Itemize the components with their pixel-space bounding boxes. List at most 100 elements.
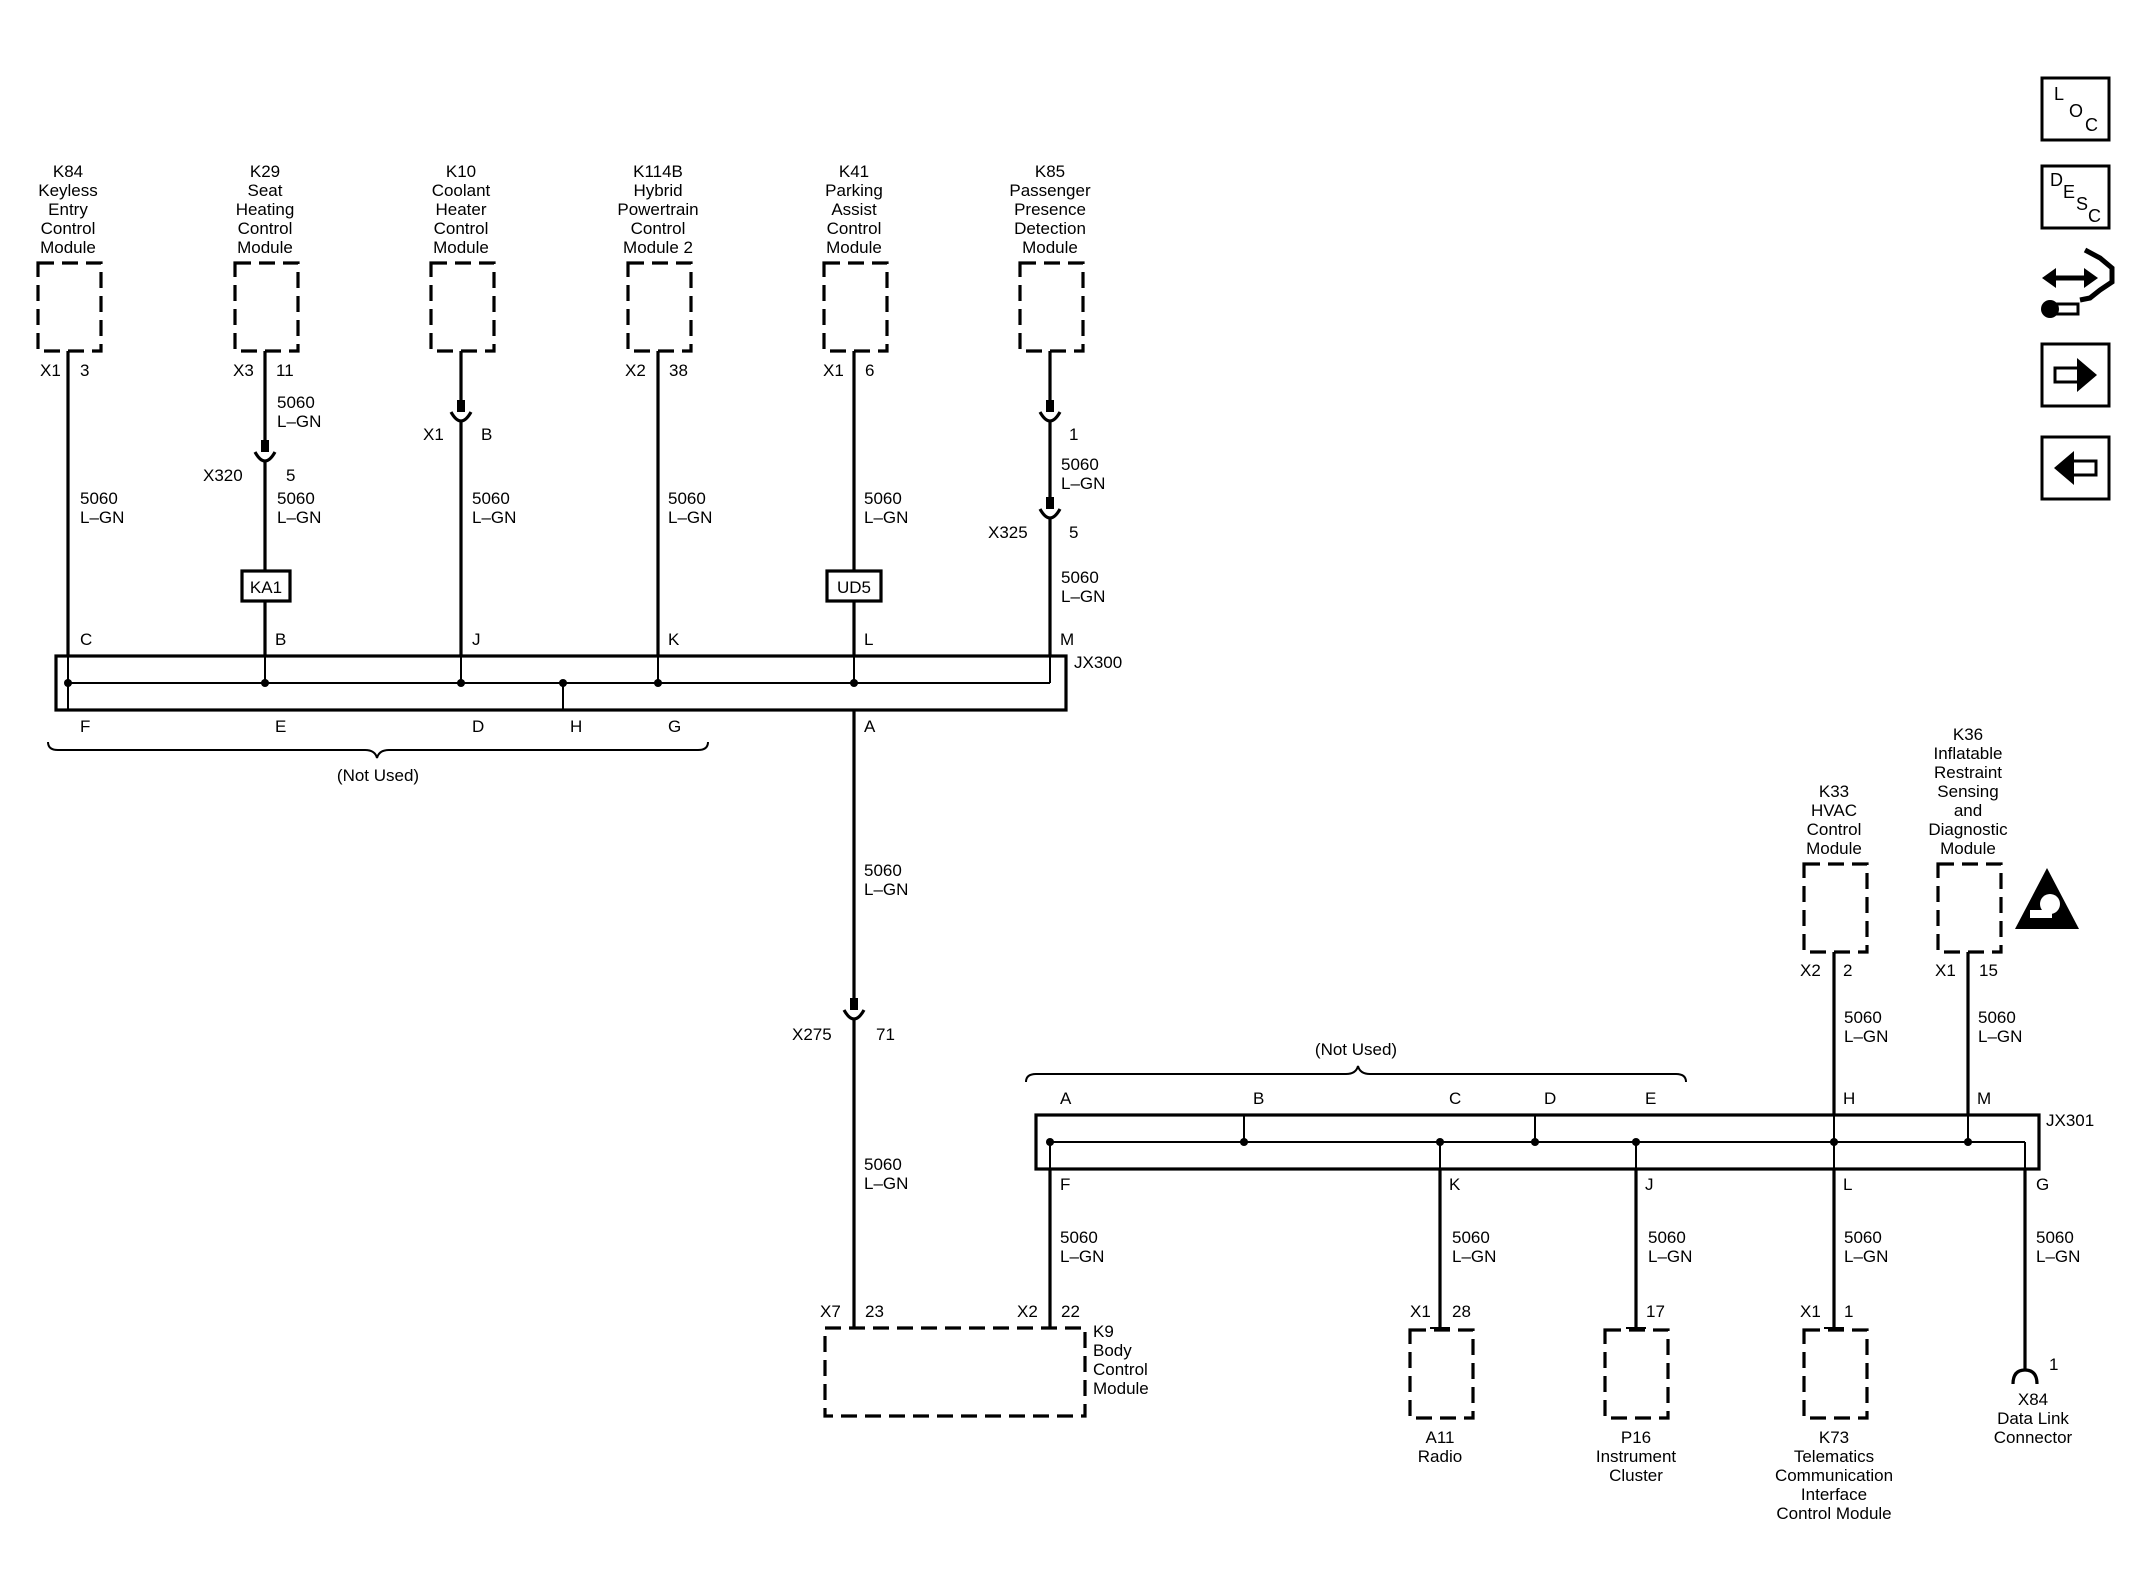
wire-k9b-color: L–GN	[1060, 1247, 1104, 1266]
wire-a11-circuit: 5060	[1452, 1228, 1490, 1247]
jx301-pin-l: L	[1843, 1175, 1852, 1194]
p16-pin: 17	[1646, 1302, 1665, 1321]
svg-text:Coolant: Coolant	[432, 181, 491, 200]
wire-k85-circuit-b: 5060	[1061, 568, 1099, 587]
module-k114b-label: K114B Hybrid Powertrain Control Module 2	[617, 162, 698, 257]
svg-text:D: D	[2050, 170, 2063, 190]
jx300-name: JX300	[1074, 653, 1122, 672]
x325-connector-symbol	[1038, 508, 1062, 520]
svg-text:Module: Module	[1022, 238, 1078, 257]
wire-k29-color-a: L–GN	[277, 412, 321, 431]
k36-connector: X1	[1935, 961, 1956, 980]
k10-x1-pin-male	[457, 400, 465, 412]
x320-pin-male	[261, 440, 269, 452]
jx300-pin-b: B	[275, 630, 286, 649]
module-k85-label: K85 Passenger Presence Detection Module	[1009, 162, 1091, 257]
previous-button[interactable]	[2040, 435, 2111, 501]
svg-text:Control: Control	[41, 219, 96, 238]
jx301-pin-h: H	[1843, 1089, 1855, 1108]
wire-k114b-color: L–GN	[668, 508, 712, 527]
k41-pin: 6	[865, 361, 874, 380]
arrow-left-icon	[2054, 451, 2098, 485]
jx300-pin-g: G	[668, 717, 681, 736]
wire-p16-circuit: 5060	[1648, 1228, 1686, 1247]
wire-k33-color: L–GN	[1844, 1027, 1888, 1046]
jx300-connector	[54, 654, 1068, 712]
jx300-pin-h: H	[570, 717, 582, 736]
x325-pin: 5	[1069, 523, 1078, 542]
k73-connector: X1	[1800, 1302, 1821, 1321]
svg-text:K29: K29	[250, 162, 280, 181]
wire-k114b-circuit: 5060	[668, 489, 706, 508]
svg-text:K73: K73	[1819, 1428, 1849, 1447]
x320-connector-symbol	[253, 451, 277, 463]
x325-name: X325	[988, 523, 1028, 542]
svg-text:K33: K33	[1819, 782, 1849, 801]
wire-a11-color: L–GN	[1452, 1247, 1496, 1266]
jx300-pin-k: K	[668, 630, 680, 649]
module-k29-box	[233, 261, 300, 353]
svg-text:X84: X84	[2018, 1390, 2048, 1409]
jx301-pin-m: M	[1977, 1089, 1991, 1108]
jx301-pin-d: D	[1544, 1089, 1556, 1108]
x275-pin: 71	[876, 1025, 895, 1044]
wire-trunk-color-a: L–GN	[864, 880, 908, 899]
svg-text:Control: Control	[434, 219, 489, 238]
k85-pin-male	[1046, 400, 1054, 412]
svg-text:Hybrid: Hybrid	[633, 181, 682, 200]
svg-text:Heating: Heating	[236, 200, 295, 219]
svg-text:Module: Module	[1093, 1379, 1149, 1398]
x320-name: X320	[203, 466, 243, 485]
jx301-pin-g: G	[2036, 1175, 2049, 1194]
svg-text:K9: K9	[1093, 1322, 1114, 1341]
k10-connector: X1	[423, 425, 444, 444]
wire-k9b-circuit: 5060	[1060, 1228, 1098, 1247]
a11-connector: X1	[1410, 1302, 1431, 1321]
k10-pin: B	[481, 425, 492, 444]
k84-pin: 3	[80, 361, 89, 380]
wire-k10-color: L–GN	[472, 508, 516, 527]
svg-text:Passenger: Passenger	[1009, 181, 1091, 200]
jx301-pin-a: A	[1060, 1089, 1072, 1108]
module-k84-box	[36, 261, 103, 353]
module-k84-label: K84 Keyless Entry Control Module	[38, 162, 98, 257]
component-view-icon	[2041, 247, 2115, 318]
jx300-pin-e: E	[275, 717, 286, 736]
airbag-warning-icon	[2015, 868, 2079, 929]
svg-text:Heater: Heater	[435, 200, 486, 219]
splice-pack-ka1-label: KA1	[250, 578, 282, 597]
component-view-button[interactable]	[2041, 247, 2115, 318]
wire-k85-circuit-a: 5060	[1061, 455, 1099, 474]
wire-k41-color: L–GN	[864, 508, 908, 527]
wire-k85-color-a: L–GN	[1061, 474, 1105, 493]
svg-text:Module 2: Module 2	[623, 238, 693, 257]
k10-x1-connector-symbol	[449, 411, 473, 423]
wire-k10-circuit: 5060	[472, 489, 510, 508]
svg-text:Module: Module	[1940, 839, 1996, 858]
x275-name: X275	[792, 1025, 832, 1044]
desc-button[interactable]: D E S C	[2040, 164, 2111, 230]
svg-text:K85: K85	[1035, 162, 1065, 181]
svg-text:Module: Module	[826, 238, 882, 257]
wire-k85-color-b: L–GN	[1061, 587, 1105, 606]
k114b-pin: 38	[669, 361, 688, 380]
svg-text:Radio: Radio	[1418, 1447, 1462, 1466]
wire-k33-circuit: 5060	[1844, 1008, 1882, 1027]
jx301-connector	[1034, 1113, 2041, 1171]
svg-text:Seat: Seat	[248, 181, 283, 200]
module-a11-label: A11 Radio	[1418, 1428, 1462, 1466]
svg-text:Sensing: Sensing	[1937, 782, 1998, 801]
svg-text:Control: Control	[238, 219, 293, 238]
svg-text:Connector: Connector	[1994, 1428, 2073, 1447]
module-k33-label: K33 HVAC Control Module	[1806, 782, 1862, 858]
wire-dlc-circuit: 5060	[2036, 1228, 2074, 1247]
svg-text:C: C	[2085, 115, 2098, 135]
wire-k29-color-b: L–GN	[277, 508, 321, 527]
next-button[interactable]	[2040, 342, 2111, 408]
jx300-pin-f: F	[80, 717, 90, 736]
loc-button[interactable]: L O C	[2040, 76, 2111, 142]
svg-text:Inflatable: Inflatable	[1934, 744, 2003, 763]
k41-connector: X1	[823, 361, 844, 380]
wire-trunk-circuit-b: 5060	[864, 1155, 902, 1174]
